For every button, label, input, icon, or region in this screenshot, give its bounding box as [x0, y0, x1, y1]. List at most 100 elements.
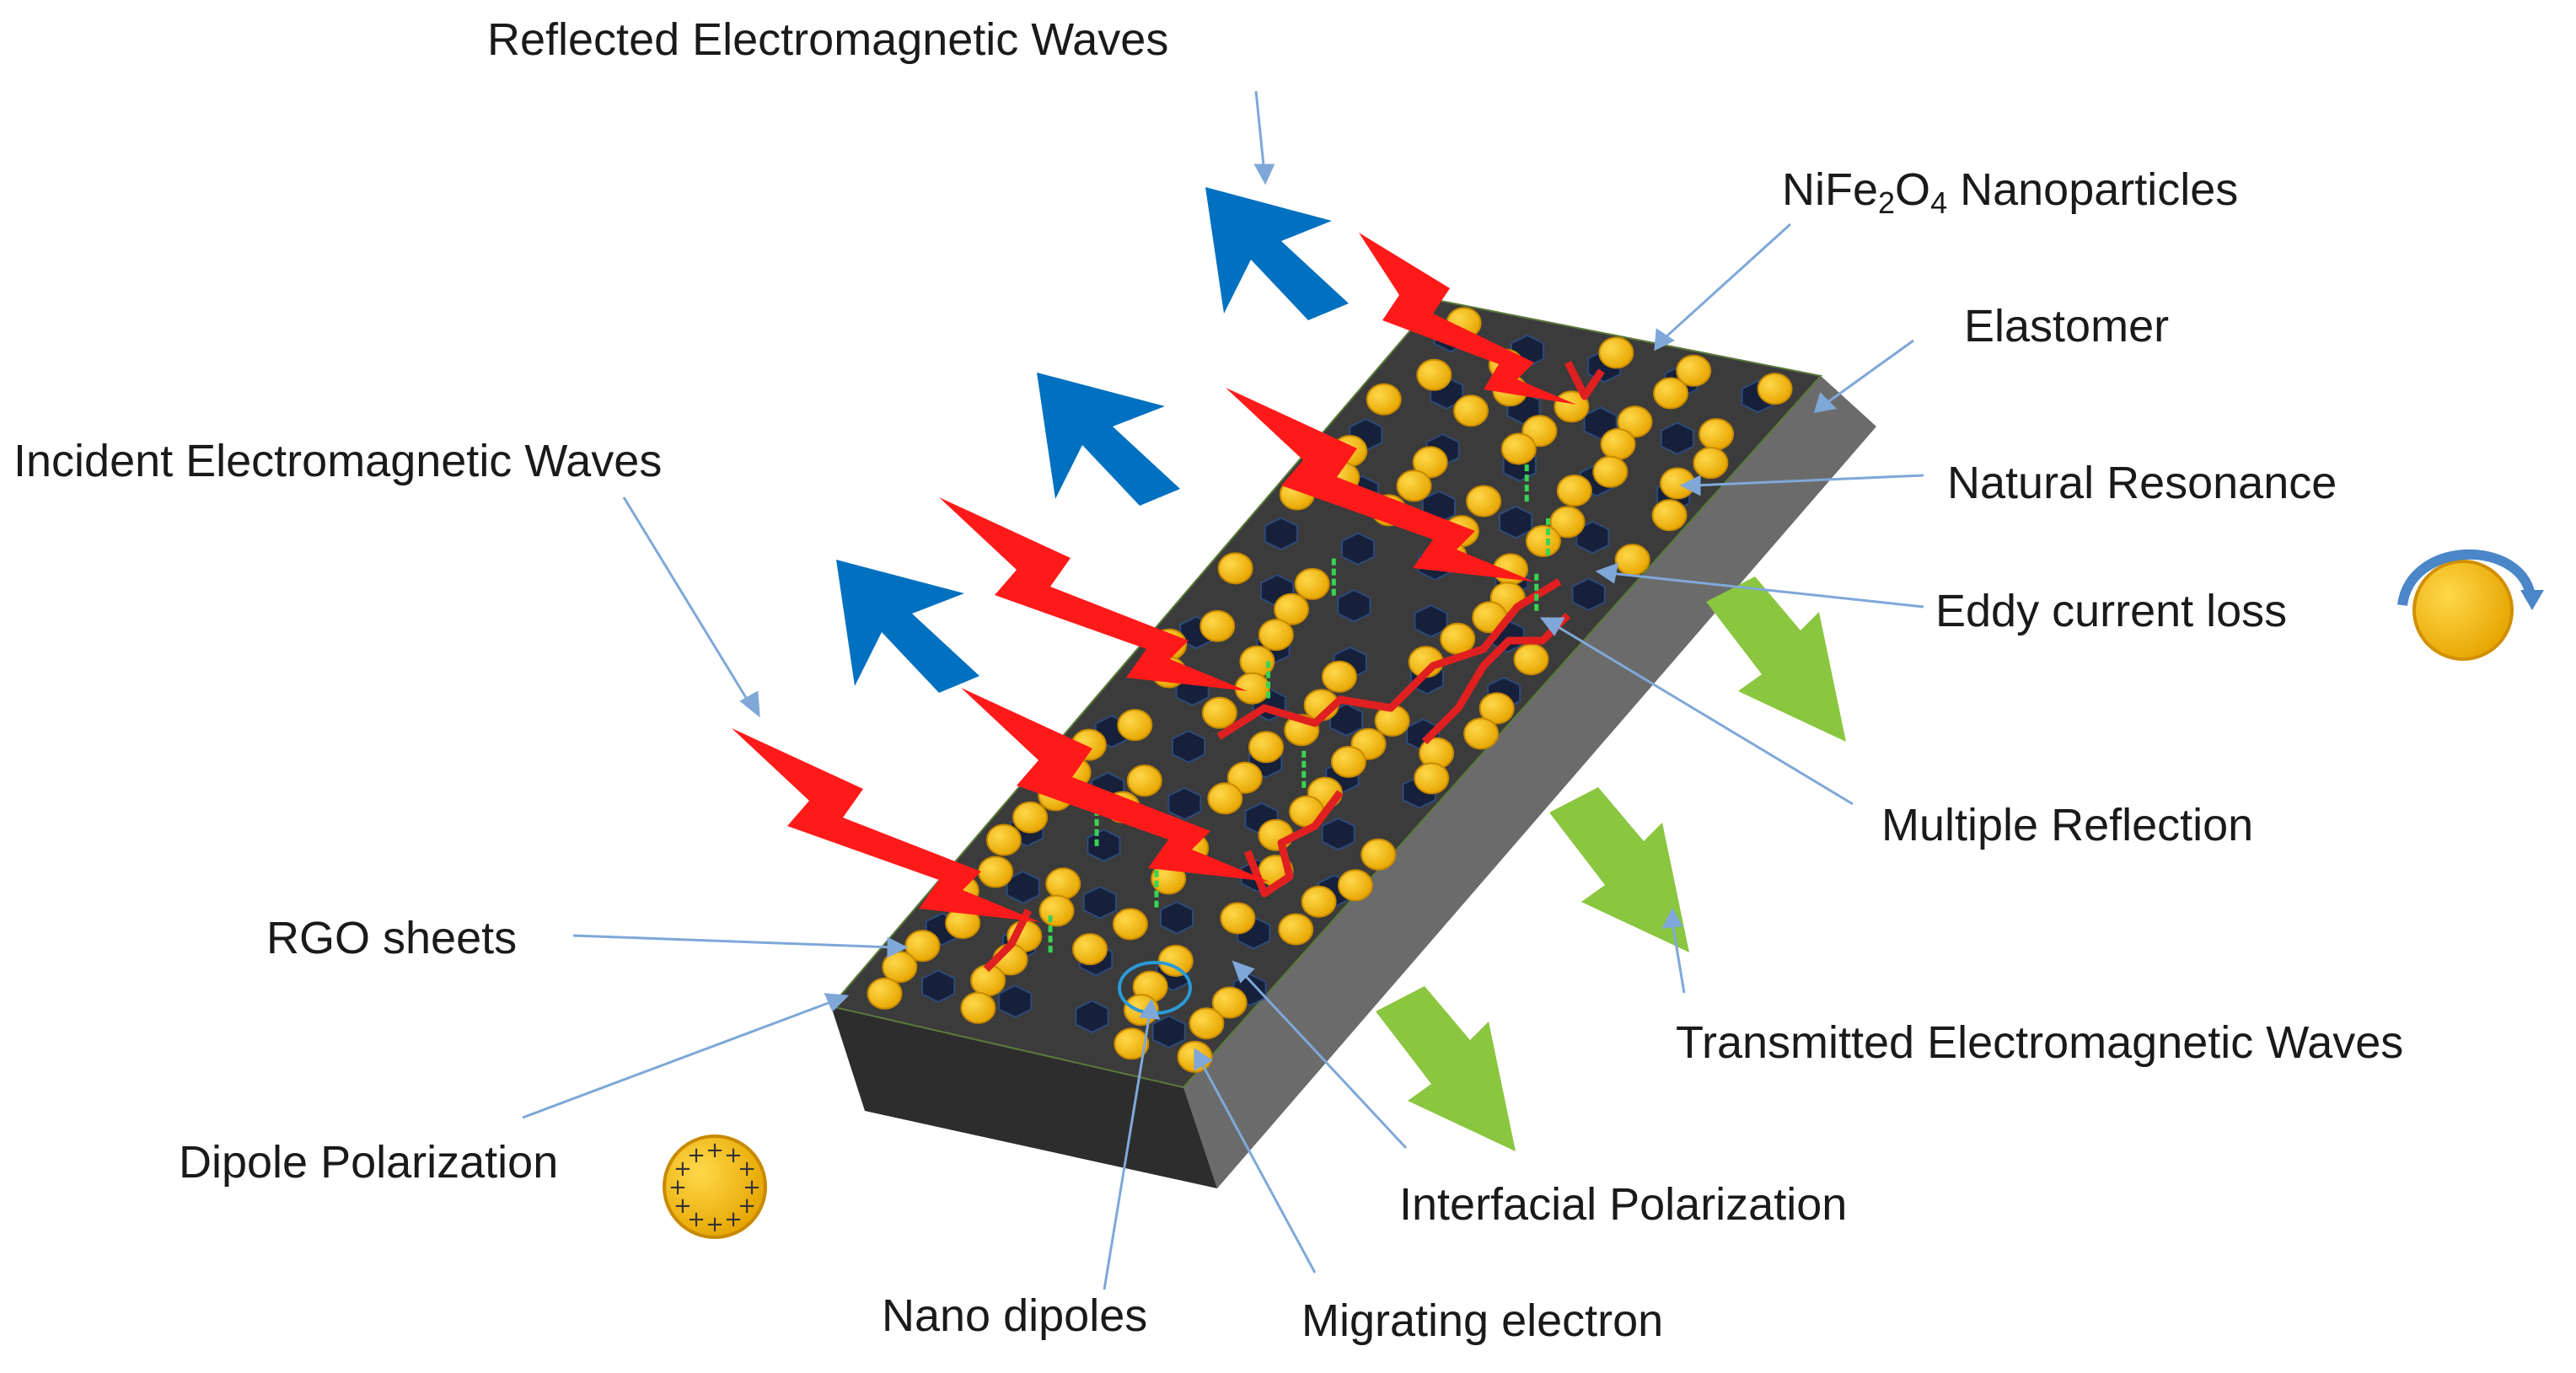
transmitted-arrow: [1549, 787, 1689, 952]
nanoparticle: [1463, 717, 1500, 750]
label-nano-dipoles: Nano dipoles: [882, 1290, 1148, 1341]
leader-arrowhead: [1813, 392, 1838, 413]
reflected-arrow: [1205, 187, 1349, 320]
nanoparticle: [1757, 373, 1793, 405]
rgo-hexagon: [1264, 517, 1298, 551]
label-transmitted-waves: Transmitted Electromagnetic Waves: [1676, 1017, 2404, 1068]
rgo-hexagon: [1075, 1000, 1109, 1033]
label-multiple-reflection: Multiple Reflection: [1881, 800, 2254, 850]
nanoparticle: [1617, 405, 1653, 438]
nanoparticle: [985, 823, 1022, 856]
transmitted-arrow: [1706, 577, 1846, 742]
leader-nano-dipoles: [1103, 1012, 1151, 1290]
nanoparticle: [1414, 762, 1450, 795]
leader-natural-resonance: [1693, 474, 1924, 487]
positive-charge-icon: +: [706, 1138, 724, 1163]
rgo-hexagon: [1337, 588, 1371, 623]
leader-arrowhead: [739, 690, 760, 718]
nife2o4-nanoparticles: [867, 307, 1793, 1073]
positive-charge-icon: +: [738, 1156, 756, 1182]
rgo-hexagon: [1499, 505, 1533, 539]
incident-lightning: [1226, 388, 1534, 582]
label-natural-resonance: Natural Resonance: [1947, 458, 2337, 508]
slab-front-face: [831, 1006, 1217, 1188]
nanoparticle: [960, 991, 996, 1024]
incident-lightning: [1359, 233, 1576, 405]
label-incident-waves: Incident Electromagnetic Waves: [13, 436, 663, 486]
nanoparticle: [1220, 902, 1256, 935]
leader-nife: [1664, 223, 1792, 339]
nanoparticle: [1114, 1027, 1150, 1060]
rgo-hexagon: [1160, 900, 1194, 935]
electron-path: [1564, 360, 1605, 400]
nanoparticle: [1466, 485, 1502, 518]
nanoparticle: [978, 855, 1014, 888]
nanoparticle: [1653, 377, 1688, 410]
nanoparticle: [1248, 731, 1284, 764]
electron-path: [1243, 790, 1344, 898]
leader-lines: [522, 90, 1924, 1290]
rgo-hexagon: [1171, 729, 1206, 764]
rgo-hexagon: [1571, 577, 1606, 612]
eddy-arrowhead-icon: [2520, 590, 2544, 610]
leader-reflected: [1254, 90, 1266, 174]
nanoparticle: [1301, 885, 1337, 918]
slab-side-face: [1183, 376, 1876, 1188]
leader-arrowhead: [1679, 475, 1701, 496]
nanoparticle: [1045, 867, 1081, 900]
leader-arrowhead: [1139, 998, 1161, 1020]
positive-charge-icon: +: [738, 1193, 756, 1219]
rgo-hexagon: [1087, 829, 1121, 862]
nanoparticle: [1360, 838, 1397, 871]
nanoparticle: [1525, 524, 1561, 557]
incident-lightning: [939, 497, 1248, 691]
eddy-particle-icon: [2412, 560, 2514, 661]
nanoparticle: [1201, 696, 1237, 729]
rgo-hexagon: [1341, 532, 1376, 566]
label-migrating-electron: Migrating electron: [1301, 1295, 1664, 1346]
nanoparticle: [1556, 475, 1592, 507]
eddy-rotation-icon: [2397, 549, 2536, 607]
nanoparticle: [1598, 336, 1634, 369]
nanoparticle: [1126, 764, 1162, 797]
nife-suffix-text: Nanoparticles: [1947, 164, 2239, 215]
nanoparticle: [1217, 552, 1253, 585]
reflected-arrow: [1037, 373, 1180, 506]
leader-interfacial: [1241, 971, 1408, 1150]
rgo-hexagon: [1082, 885, 1117, 920]
electron-path: [983, 908, 1033, 973]
nanoparticle: [1500, 432, 1537, 465]
label-interfacial-polarization: Interfacial Polarization: [1399, 1179, 1848, 1230]
leader-transmitted: [1671, 921, 1686, 994]
label-dipole-polarization: Dipole Polarization: [179, 1137, 559, 1188]
leader-arrowhead: [1539, 617, 1565, 636]
dipole-particle-icon: [663, 1134, 767, 1239]
rgo-hexagon: [1414, 603, 1448, 638]
rgo-hexagon: [1167, 786, 1202, 821]
nanoparticle: [867, 977, 903, 1010]
nanoparticle: [1337, 869, 1373, 902]
nanoparticle: [1258, 818, 1294, 851]
incident-waves: [732, 233, 1576, 922]
leader-multiple-reflection: [1552, 622, 1854, 806]
positive-charge-icon: +: [687, 1143, 706, 1168]
nanoparticle: [1294, 567, 1330, 600]
nife-sub-4: 4: [1930, 185, 1948, 220]
nanoparticle: [1211, 986, 1248, 1019]
leader-arrowhead: [1654, 328, 1675, 351]
rgo-hexagon: [1321, 817, 1355, 851]
nanoparticle: [1189, 1007, 1225, 1040]
nanoparticle: [1676, 354, 1712, 387]
rgo-hexagon: [1660, 421, 1694, 456]
leader-arrowhead: [1595, 562, 1618, 584]
nanoparticle: [1396, 469, 1432, 502]
dipole-charges: ++++++++++++: [668, 1138, 761, 1237]
nanoparticle: [1274, 593, 1309, 625]
nano-dipoles-group: [1048, 464, 1551, 953]
nanoparticle: [1592, 455, 1629, 488]
nanoparticle: [1693, 447, 1729, 480]
leader-rgo: [572, 934, 894, 949]
electron-path: [1421, 612, 1571, 745]
